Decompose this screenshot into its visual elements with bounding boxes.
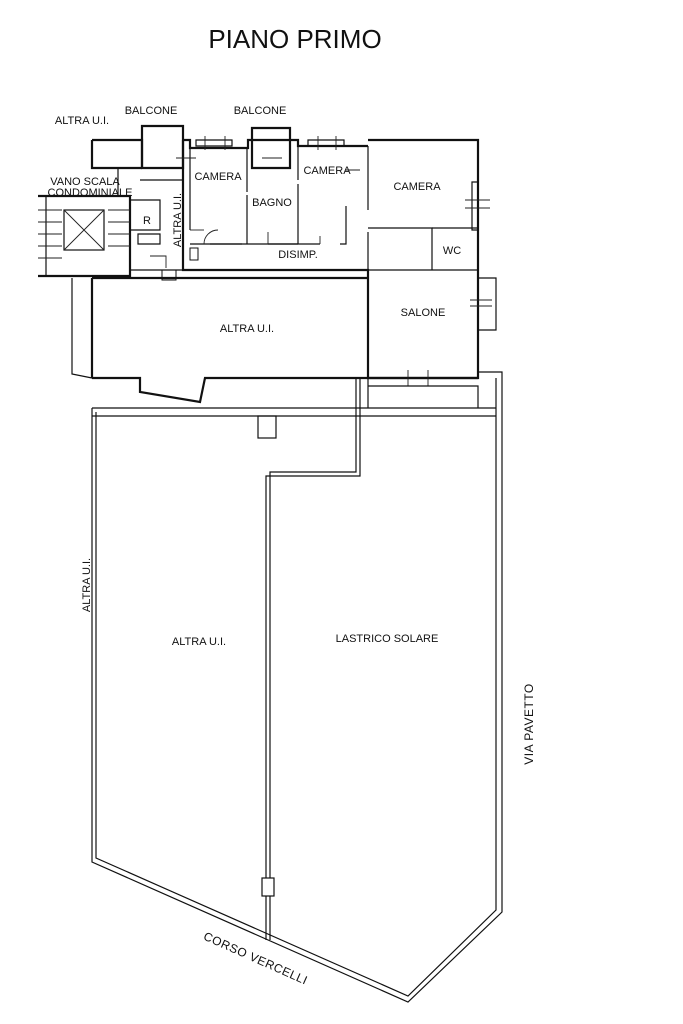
label-wc: WC	[443, 245, 461, 257]
label-altra-ui-vertical: ALTRA U.I.	[172, 193, 184, 247]
label-camera-3: CAMERA	[393, 181, 441, 193]
label-via-pavetto: VIA PAVETTO	[522, 683, 536, 765]
label-camera-1: CAMERA	[194, 171, 242, 183]
label-lastrico-solare: LASTRICO SOLARE	[336, 633, 439, 645]
label-balcone-left: BALCONE	[125, 105, 178, 117]
label-r: R	[143, 215, 151, 227]
label-camera-2: CAMERA	[303, 165, 351, 177]
label-altra-ui-bottom: ALTRA U.I.	[172, 636, 226, 648]
label-vano-scala: VANO SCALA	[50, 176, 120, 188]
label-altra-ui-middle: ALTRA U.I.	[220, 323, 274, 335]
label-corso-vercelli: CORSO VERCELLI	[201, 929, 309, 987]
apartment-walls	[140, 124, 497, 386]
lower-area-walls	[91, 371, 503, 1003]
plan-title: PIANO PRIMO	[208, 24, 381, 54]
label-bagno: BAGNO	[252, 197, 292, 209]
label-balcone-right: BALCONE	[234, 105, 287, 117]
label-altra-ui-top-left: ALTRA U.I.	[55, 115, 109, 127]
label-disimp: DISIMP.	[278, 249, 318, 261]
stairwell-walls	[38, 138, 183, 278]
label-altra-ui-side: ALTRA U.I.	[81, 558, 93, 612]
label-condominiale: CONDOMINIALE	[48, 187, 133, 199]
altra-ui-middle-walls	[71, 276, 368, 404]
label-salone: SALONE	[401, 307, 446, 319]
